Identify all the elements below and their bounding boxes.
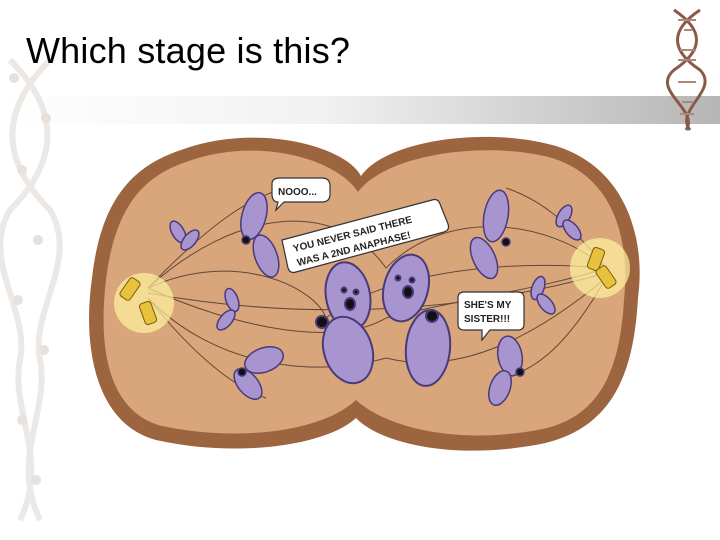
chromosome-center-left bbox=[315, 261, 375, 385]
right-centriole-icon bbox=[570, 238, 630, 298]
small-chromosomes bbox=[169, 204, 582, 331]
chromosome-bottom-right bbox=[488, 335, 525, 407]
chromosome-top-left bbox=[240, 191, 280, 278]
chromosome-bottom-left bbox=[233, 346, 284, 400]
background-dna-watermark bbox=[0, 57, 63, 522]
left-centriole-icon bbox=[114, 273, 174, 333]
dna-helix-icon bbox=[665, 8, 707, 131]
bubble-nooo-text: NOOO... bbox=[278, 187, 317, 198]
chromosome-center-right bbox=[381, 253, 452, 387]
bubble-sister-line1: SHE'S MY bbox=[464, 300, 512, 311]
slide-title: Which stage is this? bbox=[26, 30, 351, 71]
bubble-sister-line2: SISTER!!! bbox=[464, 314, 510, 325]
chromosome-top-right bbox=[469, 189, 511, 280]
dividing-cell-illustration: NOOO... YOU NEVER SAID THERE WAS A 2ND A… bbox=[89, 136, 640, 451]
speech-bubble-nooo: NOOO... bbox=[271, 177, 331, 212]
header-divider-bar bbox=[0, 96, 720, 124]
speech-bubble-sister: SHE'S MY SISTER!!! bbox=[457, 291, 525, 342]
